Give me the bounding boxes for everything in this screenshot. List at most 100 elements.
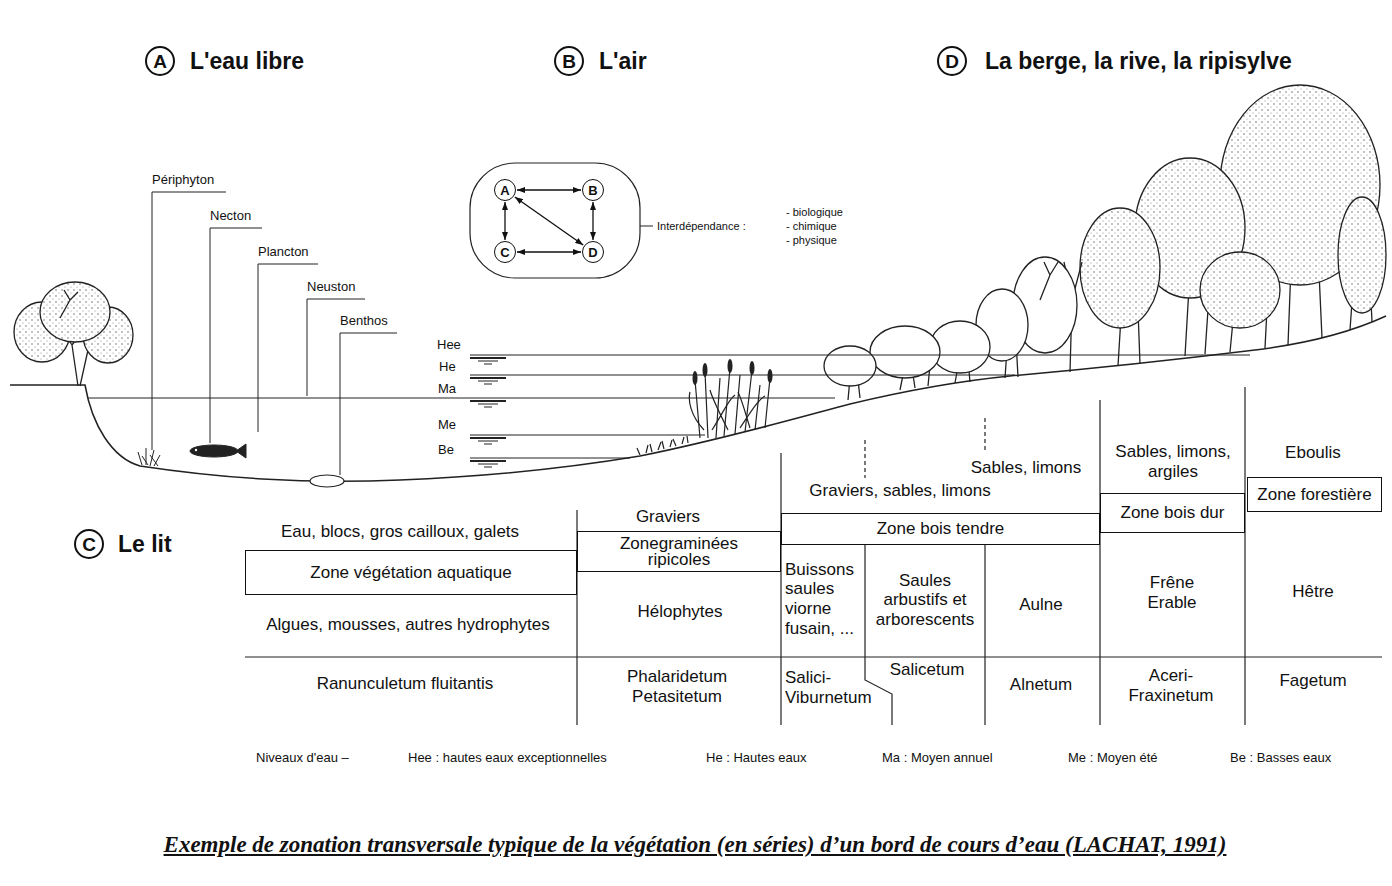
water-level-marks-part xyxy=(484,384,492,385)
callout-label-holder: Plancton xyxy=(258,245,309,260)
water-level-marks-part xyxy=(478,441,498,442)
water-level-code-holder: Ma xyxy=(438,382,456,397)
interdependence-item: - biologique xyxy=(786,206,843,218)
table-cell: Eboulis xyxy=(1285,443,1341,462)
callout-label-holder: Neuston xyxy=(307,280,355,295)
water-level-code-holder: Hee xyxy=(437,338,461,353)
section-badge: BL'air xyxy=(554,46,584,76)
left-bank-bush-part xyxy=(40,282,110,342)
zonation-table-lines-part xyxy=(1244,387,1245,725)
figure-caption: Exemple de zonation transversale typique… xyxy=(164,832,1227,857)
callout-label: Périphyton xyxy=(152,172,214,187)
table-cell: Alnetum xyxy=(1010,675,1072,694)
section-letter: B xyxy=(562,52,576,71)
callout-leaders xyxy=(152,192,397,475)
callout-leaders-part xyxy=(210,228,262,443)
legend-text-holder: Niveaux d'eau – xyxy=(256,751,349,766)
table-cell-holder: Frêne Erable xyxy=(1137,573,1207,612)
zonation-table-lines-part xyxy=(245,656,1382,657)
water-level-lines-part xyxy=(470,435,705,436)
interdependence-arrow xyxy=(515,197,583,245)
table-cell: Sables, limons xyxy=(971,458,1082,477)
table-cell-holder: Ranunculetum fluitantis xyxy=(317,674,494,694)
section-title-holder: La berge, la rive, la ripisylve xyxy=(985,46,1292,76)
table-cell-holder: Alnetum xyxy=(1010,675,1072,695)
table-cell: Phalaridetum Petasitetum xyxy=(627,667,727,706)
water-level-marks-part xyxy=(470,437,506,439)
callout-label-holder: Périphyton xyxy=(152,173,214,188)
ripisylve-trees-part xyxy=(870,326,940,378)
legend-text-holder: Me : Moyen été xyxy=(1068,751,1158,766)
zonation-table-lines xyxy=(245,387,1382,725)
table-cell-holder: Buissons saules viorne fusain, ... xyxy=(785,560,867,638)
table-cell-holder: Sables, limons xyxy=(971,458,1082,478)
reeds xyxy=(637,368,770,455)
table-cell-holder: Eboulis xyxy=(1285,443,1341,463)
interdependence-circle: A xyxy=(494,179,516,201)
table-cell-holder: Salici-Viburnetum xyxy=(785,668,885,707)
circle-letter: C xyxy=(500,246,509,259)
water-level-lines-part xyxy=(88,398,835,399)
legend-text-holder: Be : Basses eaux xyxy=(1230,751,1331,766)
interdependence-arrow xyxy=(517,251,581,252)
section-letter: A xyxy=(153,52,167,71)
section-badge: DLa berge, la rive, la ripisylve xyxy=(937,46,967,76)
zonation-table-lines-part xyxy=(864,440,865,478)
section-title-holder: L'eau libre xyxy=(190,46,304,76)
water-level-marks-part xyxy=(470,400,506,402)
table-cell-holder: Saules arbustifs et arborescents xyxy=(867,571,983,630)
water-level-marks-part xyxy=(470,377,506,379)
table-cell-holder: Phalaridetum Petasitetum xyxy=(617,667,737,706)
section-title: Le lit xyxy=(118,533,172,556)
table-cell: Sables, limons, argiles xyxy=(1115,442,1230,481)
ripisylve-trees-part xyxy=(824,346,876,386)
reed-heads-part xyxy=(693,371,698,385)
table-cell: Buissons saules viorne fusain, ... xyxy=(785,560,854,638)
zone-box: Zonegraminées ripicoles xyxy=(577,531,781,572)
circle-letter: B xyxy=(588,184,597,197)
reed-heads-part xyxy=(768,369,773,383)
zonation-table-lines-part xyxy=(984,418,985,452)
table-cell-holder: Fagetum xyxy=(1279,671,1346,691)
reed-heads-part xyxy=(703,363,708,377)
fish xyxy=(190,444,246,458)
section-title: La berge, la rive, la ripisylve xyxy=(985,50,1292,73)
section-letter: C xyxy=(82,535,96,554)
water-level-marks-part xyxy=(478,381,498,382)
legend-text: Ma : Moyen annuel xyxy=(882,750,993,765)
table-cell-holder: Aceri-Fraxinetum xyxy=(1121,666,1221,705)
interdependence-circle: B xyxy=(582,179,604,201)
zone-label: Zone bois dur xyxy=(1121,503,1225,523)
legend-text: Hee : hautes eaux exceptionnelles xyxy=(408,750,607,765)
interdependence-item: - chimique xyxy=(786,220,837,232)
section-title-holder: L'air xyxy=(599,46,647,76)
table-cell-holder: Hêtre xyxy=(1292,582,1334,602)
interdependence-item: - physique xyxy=(786,234,837,246)
aquatic-plant-part xyxy=(138,448,160,466)
water-level-marks-part xyxy=(484,444,492,445)
fish-part xyxy=(190,445,238,457)
zonation-table-lines-part xyxy=(780,453,781,725)
circle-letter: D xyxy=(588,246,597,259)
section-letter: D xyxy=(945,52,959,71)
reed-heads xyxy=(693,359,773,385)
table-cell: Hélophytes xyxy=(637,602,722,621)
water-level-code: Be xyxy=(438,442,454,457)
interdependence-frame xyxy=(470,163,640,278)
reed-heads-part xyxy=(728,359,733,373)
table-cell-holder: Salicetum xyxy=(890,660,965,680)
water-level-marks-part xyxy=(478,464,498,465)
zone-label: Zone bois tendre xyxy=(877,519,1005,539)
riverbed-profile xyxy=(10,316,1386,481)
interdependence-circle: C xyxy=(494,241,516,263)
table-cell: Saules arbustifs et arborescents xyxy=(876,571,974,629)
water-level-marks-part xyxy=(484,407,492,408)
table-cell: Algues, mousses, autres hydrophytes xyxy=(266,615,549,634)
zone-label: Zone végétation aquatique xyxy=(310,563,511,583)
left-bank-bush-part xyxy=(60,290,78,318)
section-title-holder: Le lit xyxy=(118,529,172,559)
callout-label: Necton xyxy=(210,208,251,223)
zone-box: Zone bois tendre xyxy=(781,513,1100,545)
ripisylve-trees-part xyxy=(1040,262,1058,300)
